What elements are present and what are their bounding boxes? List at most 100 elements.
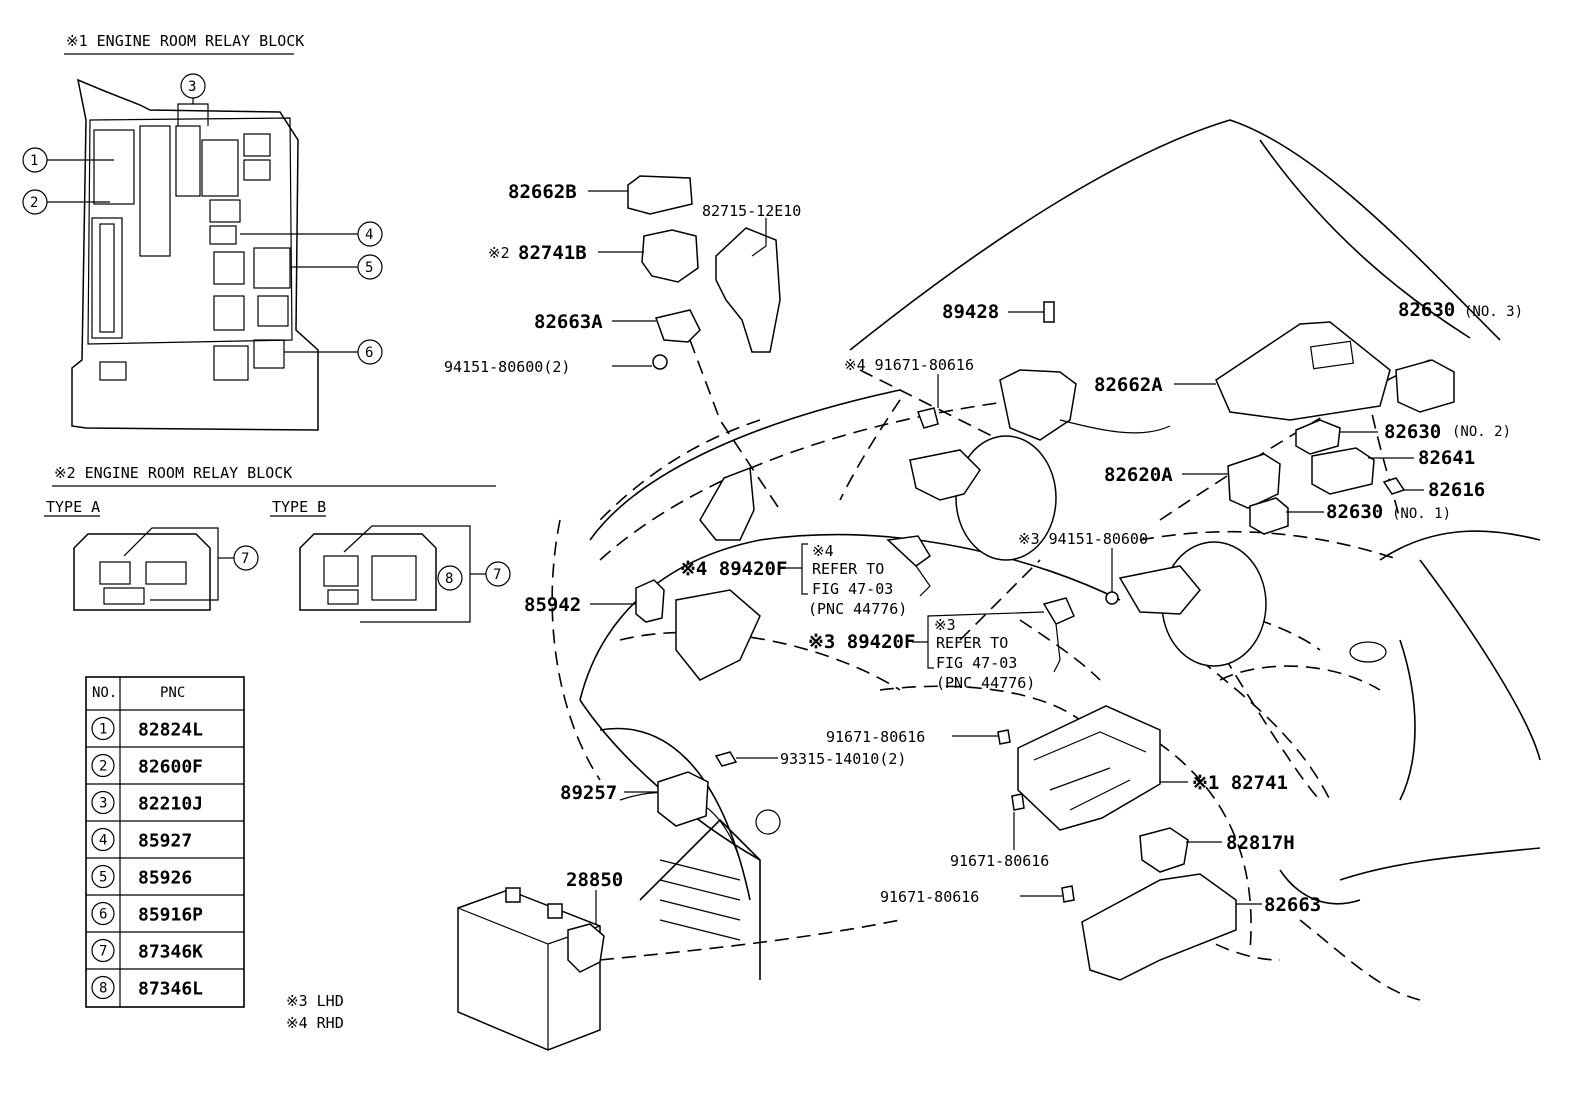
inset1-title: ※1 ENGINE ROOM RELAY BLOCK [66, 32, 304, 50]
row-number: 8 [99, 981, 107, 997]
row-number-circle [91, 975, 115, 1000]
label-82662b: 82662B [508, 181, 577, 203]
lower-case-82663 [1081, 873, 1237, 981]
label-82630-no2: 82630 [1384, 421, 1441, 443]
label-94151-80600-mid: ※3 94151-80600 [1018, 530, 1148, 548]
fuse-block-82620a [1227, 453, 1281, 509]
relay-82630-no1 [1249, 497, 1289, 535]
row-number-circle [91, 753, 115, 778]
callout-4: 4 [365, 227, 373, 243]
label-91671-80616-b: 91671-80616 [950, 852, 1049, 870]
row-number-circle [91, 827, 115, 852]
label-93315-14010-2: 93315-14010(2) [780, 750, 906, 768]
label-82741b: 82741B [518, 242, 587, 264]
inset-relay-block-2: ※2 ENGINE ROOM RELAY BLOCK TYPE A TYPE B… [44, 464, 511, 623]
row-pnc: 82210J [138, 794, 203, 815]
row-number: 6 [99, 907, 107, 923]
row-number-circle [91, 864, 115, 889]
part-labels: 82662B ※2 82741B 82715-12E10 82663A 9415… [444, 181, 1523, 916]
relay-cover-82662b [627, 175, 693, 215]
label-82641: 82641 [1418, 447, 1475, 469]
row-number: 1 [99, 722, 107, 738]
callout-2: 2 [30, 195, 38, 211]
relay-82741b [641, 229, 699, 283]
row-pnc: 82824L [138, 720, 203, 741]
label-91671-80616-c: 91671-80616 [880, 888, 979, 906]
clip-82616 [1382, 477, 1406, 495]
label-82817h: 82817H [1226, 832, 1295, 854]
row-pnc: 87346L [138, 979, 203, 1000]
label-82630-no1-sub: (NO. 1) [1392, 506, 1451, 522]
sensor-89428 [1043, 301, 1055, 323]
label-82741: ※1 82741 [1192, 772, 1288, 794]
callout-3: 3 [188, 79, 196, 95]
row-number: 5 [99, 870, 107, 886]
fuse-82641 [1311, 447, 1375, 495]
bolt-91671-a [997, 729, 1011, 745]
table-row: 1 82824L [91, 716, 203, 741]
label-85942: 85942 [524, 594, 581, 616]
nut-94151-mid [1105, 591, 1119, 605]
row-number-circle [91, 790, 115, 815]
label-82663a: 82663A [534, 311, 603, 333]
ref3-line3: (PNC 44776) [936, 674, 1035, 692]
row-number: 3 [99, 796, 107, 812]
row-number: 4 [99, 833, 107, 849]
row-pnc: 85927 [138, 831, 192, 852]
label-82616: 82616 [1428, 479, 1485, 501]
table-header-pnc: PNC [160, 685, 185, 701]
row-number-circle [91, 716, 115, 741]
type-a-label: TYPE A [46, 498, 100, 516]
ref4-line3: (PNC 44776) [808, 600, 907, 618]
callout-8: 8 [445, 571, 453, 587]
inset2-title: ※2 ENGINE ROOM RELAY BLOCK [54, 464, 292, 482]
table-row: 6 85916P [86, 894, 244, 926]
relay-82630-no3 [1395, 359, 1455, 413]
row-pnc: 87346K [138, 942, 203, 963]
cover-82662a [1215, 321, 1391, 421]
ref3-line2: FIG 47-03 [936, 654, 1017, 672]
label-82715-12e10: 82715-12E10 [702, 202, 801, 220]
label-94151-80600-2: 94151-80600(2) [444, 358, 570, 376]
label-82741b-mark: ※2 [488, 244, 510, 262]
label-82630-no1: 82630 [1326, 501, 1383, 523]
label-82663: 82663 [1264, 894, 1321, 916]
ref4-line1: REFER TO [812, 560, 884, 578]
row-number: 7 [99, 944, 107, 960]
label-89420f-lhd: ※3 89420F [808, 631, 915, 653]
callout-6: 6 [365, 345, 373, 361]
ref4-mark: ※4 [812, 542, 834, 560]
sensor-85942 [635, 579, 665, 623]
label-89420f-rhd: ※4 89420F [680, 558, 787, 580]
row-number-circle [91, 938, 115, 963]
note-rhd: ※4 RHD [286, 1014, 344, 1032]
parts-sketches [457, 175, 1455, 1051]
row-number-circle [91, 901, 115, 926]
sensor-89420f-rhd [886, 535, 931, 567]
callout-7b: 7 [493, 567, 501, 583]
relay-82630-no2 [1295, 419, 1341, 455]
inset1-callouts: 1 2 3 4 5 6 [22, 73, 383, 365]
row-pnc: 82600F [138, 757, 203, 778]
label-82630-no2-sub: (NO. 2) [1452, 424, 1511, 440]
label-28850: 28850 [566, 869, 623, 891]
leader-lines [588, 190, 1424, 924]
relay-block-82741 [1017, 705, 1161, 831]
screw-93315 [714, 751, 738, 767]
label-82630-no3-sub: (NO. 3) [1464, 304, 1523, 320]
nut-94151 [652, 354, 668, 370]
bracket-82715 [715, 227, 781, 353]
table-row: 7 87346K [86, 931, 244, 963]
bolt-91671-b [1011, 793, 1025, 811]
fuse-grid [93, 125, 291, 381]
inset-relay-block-1: ※1 ENGINE ROOM RELAY BLOCK 1 [22, 32, 383, 431]
row-pnc: 85916P [138, 905, 203, 926]
holder-82663a [655, 309, 701, 343]
ref4-line2: FIG 47-03 [812, 580, 893, 598]
callout-7a: 7 [241, 551, 249, 567]
table-row: 3 82210J [86, 783, 244, 815]
module-89257 [657, 771, 709, 827]
label-82620a: 82620A [1104, 464, 1173, 486]
